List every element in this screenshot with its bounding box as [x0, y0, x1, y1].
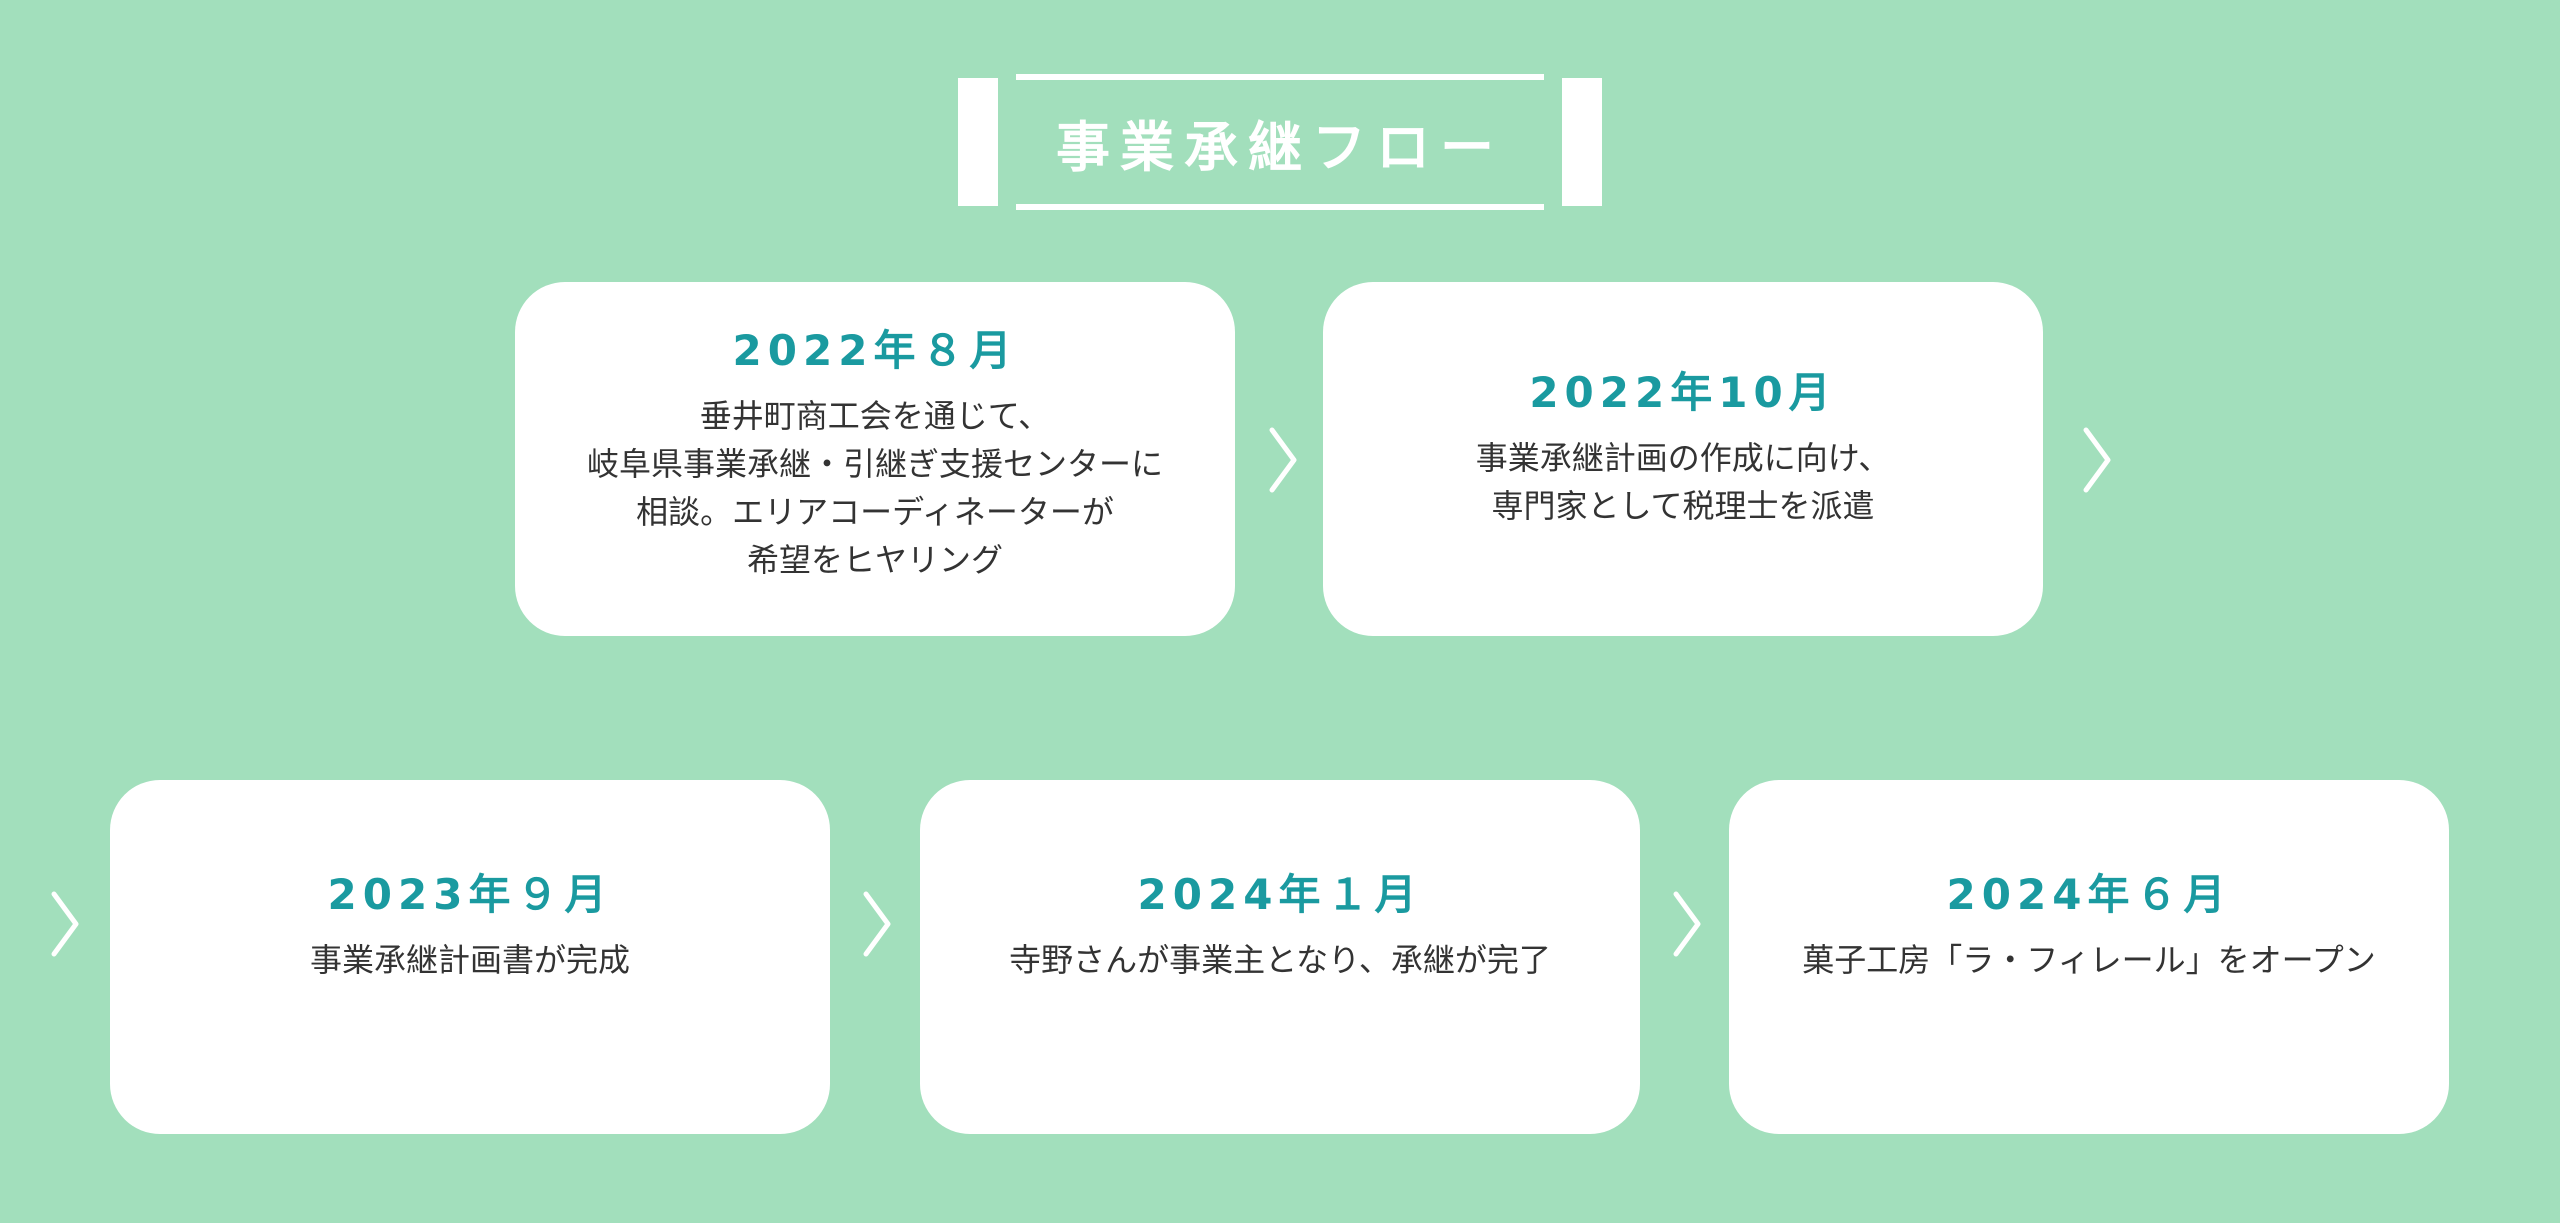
step-description: 事業承継計画の作成に向け、 専門家として税理士を派遣 [1475, 439, 1891, 525]
step-description: 事業承継計画書が完成 [309, 941, 630, 979]
chevron-right-icon [51, 891, 79, 957]
step-description: 菓子工房「ラ・フィレール」をオープン [1802, 941, 2376, 979]
step-description: 垂井町商工会を通じて、 岐阜県事業承継・引継ぎ支援センターに 相談。エリアコーデ… [586, 397, 1163, 579]
flow-title-frame: 事業承継フロー [958, 74, 1602, 210]
step-card-5: 2024年６月 菓子工房「ラ・フィレール」をオープン [1729, 780, 2449, 1134]
step-date: 2023年９月 [327, 870, 613, 919]
step-card-3: 2023年９月 事業承継計画書が完成 [110, 780, 830, 1134]
step-card-4: 2024年１月 寺野さんが事業主となり、承継が完了 [920, 780, 1640, 1134]
chevron-right-icon [863, 891, 891, 957]
step-date: 2022年８月 [732, 326, 1018, 375]
title-left-bar [958, 78, 998, 206]
chevron-right-icon [2083, 427, 2111, 493]
step-card-2: 2022年10月 事業承継計画の作成に向け、 専門家として税理士を派遣 [1323, 282, 2043, 636]
title-bottom-rule [1016, 204, 1544, 210]
step-description: 寺野さんが事業主となり、承継が完了 [1009, 941, 1551, 979]
step-date: 2024年６月 [1946, 870, 2232, 919]
step-date: 2024年１月 [1137, 870, 1423, 919]
chevron-right-icon [1673, 891, 1701, 957]
step-date: 2022年10月 [1529, 368, 1837, 417]
title-right-bar [1562, 78, 1602, 206]
flow-title: 事業承継フロー [1056, 115, 1504, 179]
step-card-1: 2022年８月 垂井町商工会を通じて、 岐阜県事業承継・引継ぎ支援センターに 相… [515, 282, 1235, 636]
title-top-rule [1016, 74, 1544, 80]
chevron-right-icon [1269, 427, 1297, 493]
